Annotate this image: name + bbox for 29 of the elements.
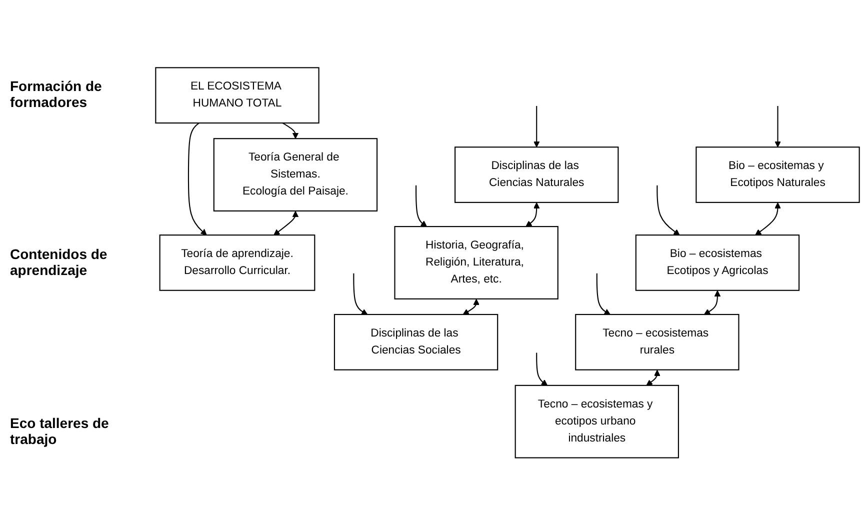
- node-box: [575, 314, 740, 370]
- arrow: [282, 122, 299, 139]
- flowchart-diagram: EL ECOSISTEMA HUMANO TOTAL Teoría General de Sistemas. Ecología del Paisaje. Teoría de aprendizaje. Desarrollo Curricular. Disciplinas de las Ciencias Naturales Historia, Geografía, Religión, Literatura, Artes, etc. Disciplinas de las Ciencias Sociales Bio – ecositemas y Ecotipos Naturales Bio – ecosistemas Ecotipos y Agricolas Tecno – ecosistemas rurales Tecno – ecosistemas y ecotipos urbano industriales: [150, 62, 865, 464]
- node-box: [635, 234, 800, 291]
- node-box: [213, 138, 378, 212]
- arrow: [596, 273, 610, 315]
- node-box: [514, 384, 679, 458]
- row-label: Eco talleres de trabajo: [10, 414, 110, 447]
- row-label: Formación de formadores: [10, 78, 103, 110]
- arrow: [536, 352, 548, 386]
- node-box: [159, 234, 316, 291]
- arrow: [353, 273, 368, 315]
- arrow: [646, 370, 660, 386]
- arrow: [416, 185, 428, 227]
- node-box: [696, 146, 860, 203]
- node-box: [394, 226, 558, 300]
- arrow: [534, 106, 540, 148]
- row-label: Contenidos de aprendizaje: [10, 246, 108, 278]
- arrow: [462, 298, 480, 315]
- arrow: [526, 202, 540, 227]
- arrow: [774, 106, 781, 148]
- node-box: [454, 146, 619, 203]
- arrow: [188, 122, 207, 236]
- arrow: [704, 290, 721, 315]
- arrow: [656, 185, 680, 236]
- node-box: [155, 66, 320, 124]
- node-box: [334, 314, 498, 370]
- arrow: [274, 210, 299, 236]
- arrow: [755, 202, 781, 236]
